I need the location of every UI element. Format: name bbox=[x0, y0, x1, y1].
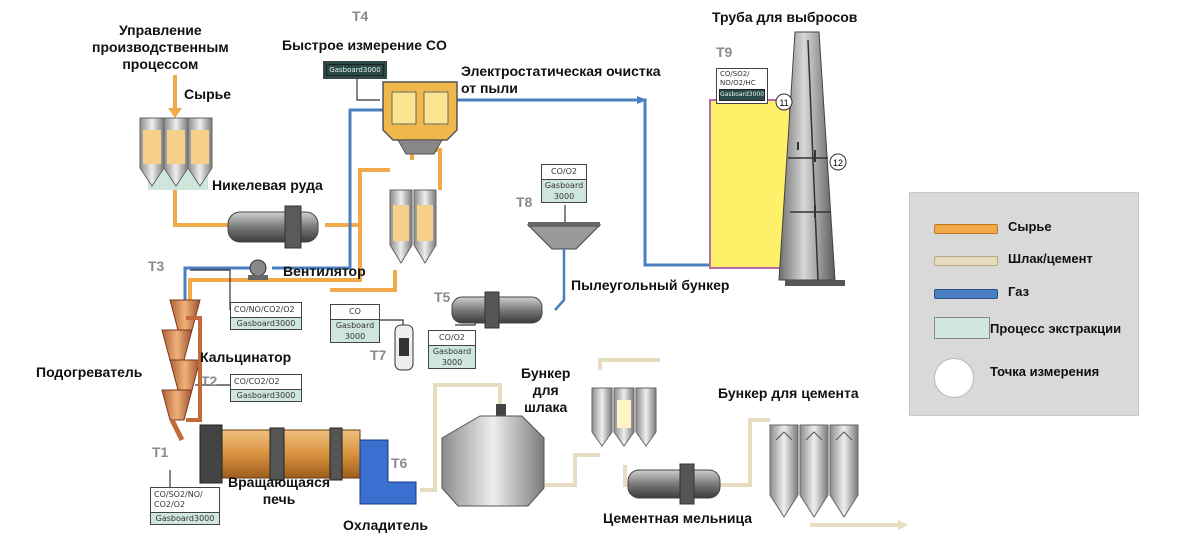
device-t1-model: Gasboard3000 bbox=[151, 512, 219, 524]
raw-material-lines bbox=[173, 75, 442, 310]
svg-text:12: 12 bbox=[833, 158, 843, 168]
gas-lines bbox=[183, 98, 788, 300]
legend-slag: Шлак/цемент bbox=[1008, 251, 1093, 266]
point-t3: T3 bbox=[148, 258, 165, 274]
label-nickel-ore: Никелевая руда bbox=[212, 177, 323, 193]
legend-swatch-slag bbox=[934, 256, 998, 266]
device-t9: CO/SO2/ NO/O2/HC Gasboard3000 bbox=[716, 68, 768, 104]
point-t4: T4 bbox=[352, 8, 369, 24]
point-t6: T6 bbox=[391, 455, 408, 471]
device-t4-model: Gasboard3000 bbox=[326, 64, 384, 76]
slag-bunker bbox=[441, 404, 545, 507]
stack bbox=[709, 31, 845, 286]
clinker-silos bbox=[591, 387, 657, 447]
device-t3: CO/NO/CO2/O2 Gasboard3000 bbox=[230, 302, 302, 330]
raw-silos bbox=[139, 117, 213, 190]
legend-swatch-measure bbox=[934, 358, 974, 398]
point-t7: T7 bbox=[370, 347, 387, 363]
device-t2-model: Gasboard3000 bbox=[231, 389, 301, 401]
legend-extraction: Процесс экстракции bbox=[990, 321, 1122, 336]
device-t4: Gasboard3000 bbox=[323, 61, 387, 79]
label-coal-bunker: Пылеугольный бункер bbox=[571, 277, 730, 293]
device-t7: CO Gasboard 3000 bbox=[330, 304, 380, 343]
device-t8-model: Gasboard 3000 bbox=[542, 179, 586, 202]
device-t7-gas: CO bbox=[349, 307, 361, 316]
point-t5: T5 bbox=[434, 289, 451, 305]
point-t2: T2 bbox=[201, 373, 218, 389]
t7-analyzer bbox=[394, 324, 414, 371]
rotary-kiln bbox=[199, 424, 361, 484]
device-t5: CO/O2 Gasboard 3000 bbox=[428, 330, 476, 369]
device-t2: CO/CO2/O2 Gasboard3000 bbox=[230, 374, 302, 402]
svg-text:11: 11 bbox=[779, 98, 788, 108]
slag-lines bbox=[420, 358, 900, 527]
legend-swatch-extraction bbox=[934, 317, 990, 339]
label-cement-bunker: Бункер для цемента bbox=[718, 385, 859, 401]
label-cooler: Охладитель bbox=[343, 517, 428, 533]
label-preheater: Подогреватель bbox=[36, 364, 143, 380]
measure-circle-12: 12 bbox=[829, 153, 847, 171]
legend: Сырье Шлак/цемент Газ Процесс экстракции… bbox=[909, 192, 1139, 416]
label-process-control: Управление производственным процессом bbox=[92, 22, 229, 72]
cooler bbox=[359, 439, 417, 505]
label-stack: Труба для выбросов bbox=[712, 9, 858, 25]
device-t5-model: Gasboard 3000 bbox=[429, 345, 475, 368]
coal-mill bbox=[451, 291, 543, 329]
label-calciner: Кальцинатор bbox=[200, 349, 292, 365]
legend-measure: Точка измерения bbox=[990, 364, 1100, 379]
label-fan: Вентилятор bbox=[283, 263, 366, 279]
device-t9-gas: CO/SO2/ NO/O2/HC bbox=[720, 70, 756, 87]
legend-swatch-raw bbox=[934, 224, 998, 234]
device-t3-gas: CO/NO/CO2/O2 bbox=[234, 305, 295, 314]
point-t1: T1 bbox=[152, 444, 169, 460]
device-t5-gas: CO/O2 bbox=[439, 333, 465, 342]
measure-circle-11: 11 bbox=[775, 93, 793, 111]
legend-raw: Сырье bbox=[1008, 219, 1052, 234]
label-rotary-kiln: Вращающаяся печь bbox=[228, 474, 331, 507]
esp bbox=[382, 81, 458, 155]
point-t9: T9 bbox=[716, 44, 733, 60]
device-t7-model: Gasboard 3000 bbox=[331, 319, 379, 342]
device-t1: CO/SO2/NO/ CO2/O2 Gasboard3000 bbox=[150, 487, 220, 525]
ore-mill bbox=[227, 205, 319, 249]
label-cement-mill: Цементная мельница bbox=[603, 510, 753, 526]
cement-mill bbox=[627, 463, 721, 505]
coal-bunker bbox=[526, 222, 602, 311]
device-t9-model: Gasboard3000 bbox=[719, 89, 765, 101]
device-t8: CO/O2 Gasboard 3000 bbox=[541, 164, 587, 203]
device-t1-gas: CO/SO2/NO/ CO2/O2 bbox=[154, 490, 203, 509]
device-t3-model: Gasboard3000 bbox=[231, 317, 301, 329]
legend-gas: Газ bbox=[1008, 284, 1030, 299]
cement-silos bbox=[769, 424, 859, 518]
label-esp: Электростатическая очистка от пыли bbox=[461, 63, 661, 96]
label-raw-material: Сырье bbox=[184, 86, 232, 102]
coal-silos bbox=[389, 189, 437, 264]
fan bbox=[248, 259, 268, 280]
device-t8-gas: CO/O2 bbox=[551, 167, 577, 176]
label-fast-co: Быстрое измерение CO bbox=[282, 37, 447, 53]
preheater bbox=[161, 299, 202, 442]
device-t2-gas: CO/CO2/O2 bbox=[234, 377, 280, 386]
label-slag-bunker: Бункер для шлака bbox=[521, 365, 571, 415]
legend-swatch-gas bbox=[934, 289, 998, 299]
point-t8: T8 bbox=[516, 194, 533, 210]
